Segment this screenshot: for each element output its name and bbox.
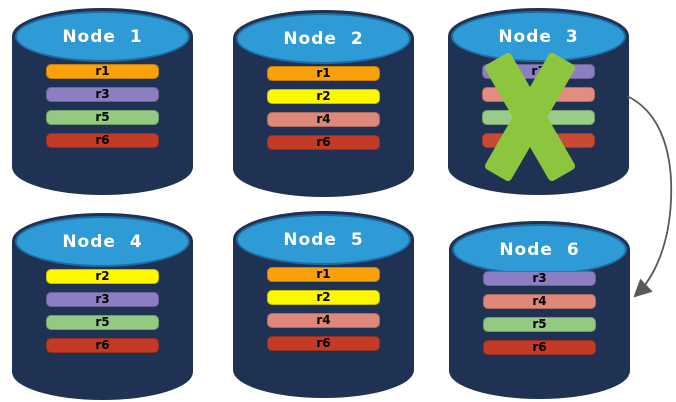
node-3-cylinder: Node 3 r3 r4 r5 r6: [448, 8, 629, 195]
failover-arrow-path: [626, 95, 673, 298]
replica-bar: r1: [267, 267, 380, 282]
replica-label: r5: [532, 317, 547, 331]
replica-label: r2: [95, 269, 110, 283]
replica-label: r2: [316, 290, 331, 304]
cylinder-top: Node 3: [451, 11, 626, 62]
node-label: Node 1: [62, 26, 143, 47]
replica-bar: r4: [483, 294, 596, 309]
replica-bar: r2: [267, 89, 380, 104]
node-5-cylinder: Node 5 r1 r2 r4 r6: [233, 211, 414, 398]
node-label: Node 4: [62, 231, 143, 252]
cylinder-top: Node 4: [15, 216, 190, 267]
replica-label: r6: [531, 133, 546, 147]
replica-bar: r3: [482, 64, 595, 79]
node-label: Node 2: [283, 28, 364, 49]
replica-bar: r5: [46, 315, 159, 330]
replica-bar: r3: [46, 87, 159, 102]
replica-label: r3: [532, 271, 547, 285]
node-label: Node 5: [283, 229, 364, 250]
cylinder-top: Node 1: [15, 11, 190, 62]
replica-label: r1: [316, 66, 331, 80]
replica-label: r5: [531, 110, 546, 124]
replica-bar: r1: [267, 66, 380, 81]
replica-label: r4: [316, 313, 331, 327]
replica-label: r3: [95, 87, 110, 101]
replica-bar: r4: [267, 313, 380, 328]
replica-label: r5: [95, 110, 110, 124]
replica-list: r3 r4 r5 r6: [483, 271, 596, 355]
replica-bar: r5: [483, 317, 596, 332]
replica-bar: r2: [46, 269, 159, 284]
replica-label: r2: [316, 89, 331, 103]
replica-bar: r6: [482, 133, 595, 148]
replica-bar: r4: [482, 87, 595, 102]
replica-label: r6: [316, 135, 331, 149]
node-label: Node 6: [499, 239, 580, 260]
replica-bar: r6: [483, 340, 596, 355]
replica-list: r1 r2 r4 r6: [267, 267, 380, 351]
replica-label: r6: [95, 338, 110, 352]
replica-label: r6: [316, 336, 331, 350]
replica-label: r6: [95, 133, 110, 147]
replica-bar: r5: [46, 110, 159, 125]
replica-label: r6: [532, 340, 547, 354]
cylinder-top: Node 5: [236, 214, 411, 265]
node-label: Node 3: [498, 26, 579, 47]
replica-bar: r3: [46, 292, 159, 307]
replica-bar: r3: [483, 271, 596, 286]
replica-label: r3: [531, 64, 546, 78]
node-6-cylinder: Node 6 r3 r4 r5 r6: [449, 221, 630, 399]
replica-label: r4: [532, 294, 547, 308]
replica-list: r2 r3 r5 r6: [46, 269, 159, 353]
replica-label: r4: [531, 87, 546, 101]
replica-list: r3 r4 r5 r6: [482, 64, 595, 148]
node-4-cylinder: Node 4 r2 r3 r5 r6: [12, 213, 193, 400]
replica-label: r1: [95, 64, 110, 78]
replica-list: r1 r3 r5 r6: [46, 64, 159, 148]
cylinder-top: Node 6: [452, 224, 627, 275]
replica-bar: r2: [267, 290, 380, 305]
replica-bar: r6: [46, 133, 159, 148]
cylinder-top: Node 2: [236, 13, 411, 64]
replica-bar: r6: [46, 338, 159, 353]
replica-bar: r4: [267, 112, 380, 127]
replica-label: r4: [316, 112, 331, 126]
node-1-cylinder: Node 1 r1 r3 r5 r6: [12, 8, 193, 195]
replica-label: r1: [316, 267, 331, 281]
replica-list: r1 r2 r4 r6: [267, 66, 380, 150]
replica-bar: r6: [267, 336, 380, 351]
node-2-cylinder: Node 2 r1 r2 r4 r6: [233, 10, 414, 197]
replica-bar: r1: [46, 64, 159, 79]
replica-bar: r6: [267, 135, 380, 150]
replica-label: r5: [95, 315, 110, 329]
replica-bar: r5: [482, 110, 595, 125]
replica-label: r3: [95, 292, 110, 306]
